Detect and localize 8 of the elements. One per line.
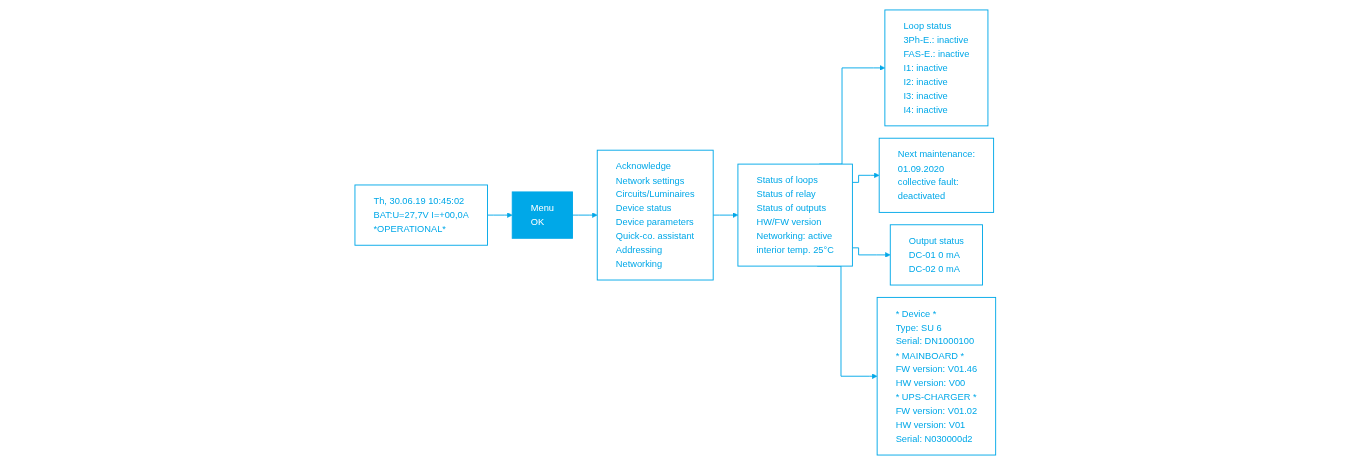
node-box <box>511 191 574 239</box>
node-box <box>737 163 854 267</box>
node-box <box>354 184 489 246</box>
node-box <box>890 224 984 286</box>
node-box <box>884 9 989 127</box>
node-box <box>878 137 995 213</box>
node-box <box>876 296 997 456</box>
node-box <box>596 149 714 281</box>
